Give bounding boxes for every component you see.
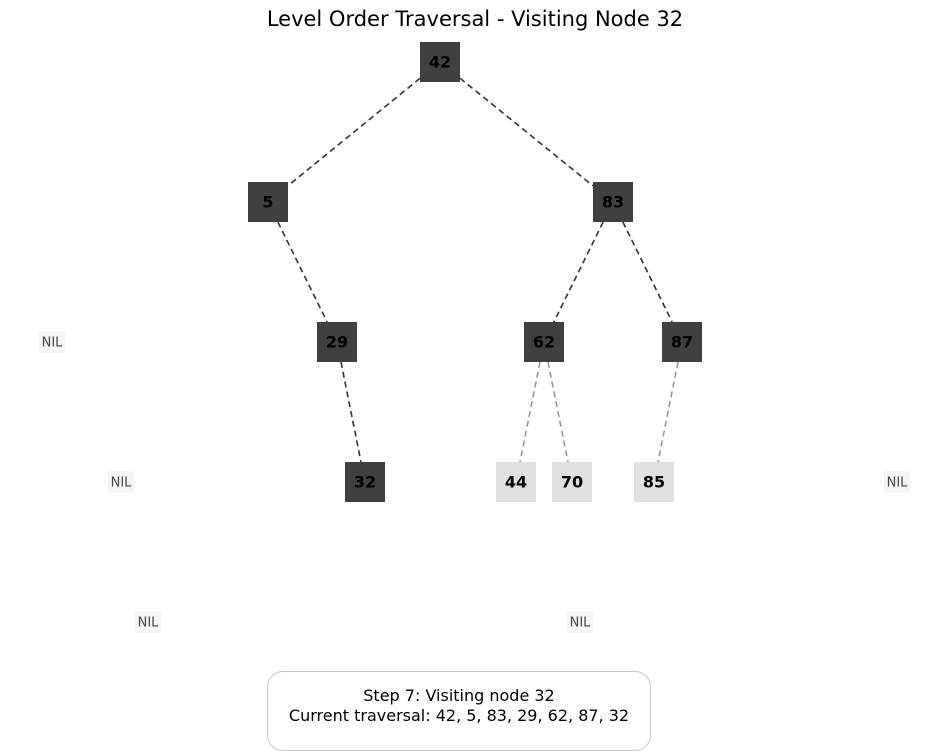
tree-node-label: 85 <box>643 473 665 492</box>
tree-node-box <box>552 462 592 502</box>
tree-node-box <box>524 322 564 362</box>
traversal-text: Current traversal: 42, 5, 83, 29, 62, 87… <box>288 706 630 725</box>
nil-marker: NIL <box>135 611 161 633</box>
edge-n42-n5 <box>287 77 421 187</box>
edge-n42-n83 <box>459 77 594 187</box>
tree-node-label: 83 <box>602 193 624 212</box>
edges-layer <box>277 77 679 463</box>
nil-marker-label: NIL <box>138 616 160 631</box>
nil-marker: NIL <box>108 471 134 493</box>
tree-node-5: 5 <box>248 182 288 222</box>
nil-marker-label: NIL <box>887 476 909 491</box>
tree-node-44: 44 <box>496 462 536 502</box>
tree-node-label: 44 <box>505 473 527 492</box>
tree-node-83: 83 <box>593 182 633 222</box>
nil-marker-box <box>567 611 593 633</box>
tree-node-box <box>345 462 385 502</box>
step-text: Step 7: Visiting node 32 <box>363 686 555 705</box>
tree-node-box <box>248 182 288 222</box>
nil-marker-box <box>884 471 910 493</box>
tree-node-label: 32 <box>354 473 376 492</box>
edge-n62-n70 <box>547 361 569 463</box>
edge-n83-n62 <box>553 221 604 323</box>
tree-node-label: 70 <box>561 473 583 492</box>
tree-node-42: 42 <box>420 42 460 82</box>
diagram-title: Level Order Traversal - Visiting Node 32 <box>267 7 683 31</box>
tree-node-box <box>634 462 674 502</box>
tree-node-85: 85 <box>634 462 674 502</box>
nil-marker-box <box>108 471 134 493</box>
nil-marker-box <box>39 331 65 353</box>
tree-node-87: 87 <box>662 322 702 362</box>
nil-marker-box <box>135 611 161 633</box>
tree-node-label: 42 <box>429 53 451 72</box>
edge-n62-n44 <box>519 361 541 463</box>
edge-n87-n85 <box>657 361 679 463</box>
tree-node-29: 29 <box>317 322 357 362</box>
tree-node-62: 62 <box>524 322 564 362</box>
tree-node-70: 70 <box>552 462 592 502</box>
nil-markers-layer: NIL NIL NIL NIL NIL <box>39 331 910 633</box>
nil-marker: NIL <box>39 331 65 353</box>
nil-marker: NIL <box>884 471 910 493</box>
tree-node-box <box>496 462 536 502</box>
tree-node-box <box>593 182 633 222</box>
nil-marker-label: NIL <box>42 336 64 351</box>
tree-node-32: 32 <box>345 462 385 502</box>
edge-n83-n87 <box>622 221 673 323</box>
tree-node-box <box>662 322 702 362</box>
nil-marker: NIL <box>567 611 593 633</box>
tree-node-label: 62 <box>533 333 555 352</box>
tree-node-box <box>317 322 357 362</box>
tree-node-label: 87 <box>671 333 693 352</box>
edge-n5-n29 <box>277 221 328 323</box>
nil-marker-label: NIL <box>570 616 592 631</box>
tree-node-label: 5 <box>262 193 273 212</box>
tree-node-box <box>420 42 460 82</box>
edge-n29-n32 <box>340 361 362 463</box>
nil-marker-label: NIL <box>111 476 133 491</box>
status-box: Step 7: Visiting node 32 Current travers… <box>267 671 651 751</box>
tree-node-label: 29 <box>326 333 348 352</box>
nodes-layer: 42 5 83 29 62 87 32 44 70 85 <box>248 42 702 502</box>
